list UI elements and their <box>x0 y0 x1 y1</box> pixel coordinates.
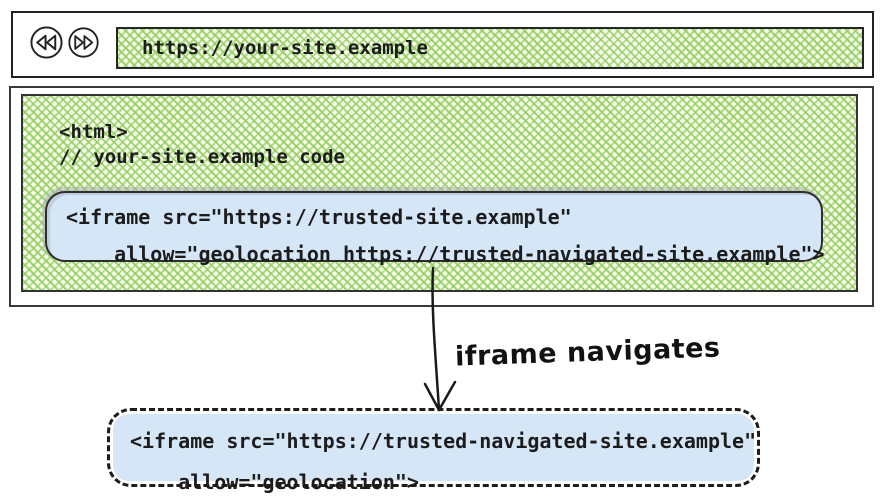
address-bar[interactable]: https://your-site.example <box>116 27 864 69</box>
iframe-navigated-fill: <iframe src="https://trusted-navigated-s… <box>113 414 757 494</box>
forward-button[interactable] <box>67 26 100 59</box>
iframe-navigated-snippet: <iframe src="https://trusted-navigated-s… <box>107 408 760 494</box>
page-source-code: <html> // your-site.example code <box>59 120 345 170</box>
rewind-icon <box>30 26 63 59</box>
iframe-navigated-src-line: <iframe src="https://trusted-navigated-s… <box>130 429 757 453</box>
address-url: https://your-site.example <box>142 37 428 59</box>
page-content-area: <html> // your-site.example code <iframe… <box>21 94 858 292</box>
code-line-html-open: <html> <box>59 121 128 143</box>
iframe-navigated-allow-line: allow="geolocation"> <box>130 470 419 494</box>
code-line-site-comment: // your-site.example code <box>59 146 345 168</box>
back-button[interactable] <box>29 25 64 60</box>
fast-forward-icon <box>68 27 99 58</box>
iframe-embed-snippet: <iframe src="https://trusted-site.exampl… <box>45 191 825 266</box>
iframe-allow-line: allow="geolocation https://trusted-navig… <box>66 242 825 266</box>
browser-viewport: <html> // your-site.example code <iframe… <box>9 86 874 307</box>
arrow-label: iframe navigates <box>454 332 721 373</box>
browser-chrome-bar: https://your-site.example <box>11 11 874 78</box>
navigation-arrow <box>423 266 457 412</box>
iframe-src-line: <iframe src="https://trusted-site.exampl… <box>66 205 572 229</box>
